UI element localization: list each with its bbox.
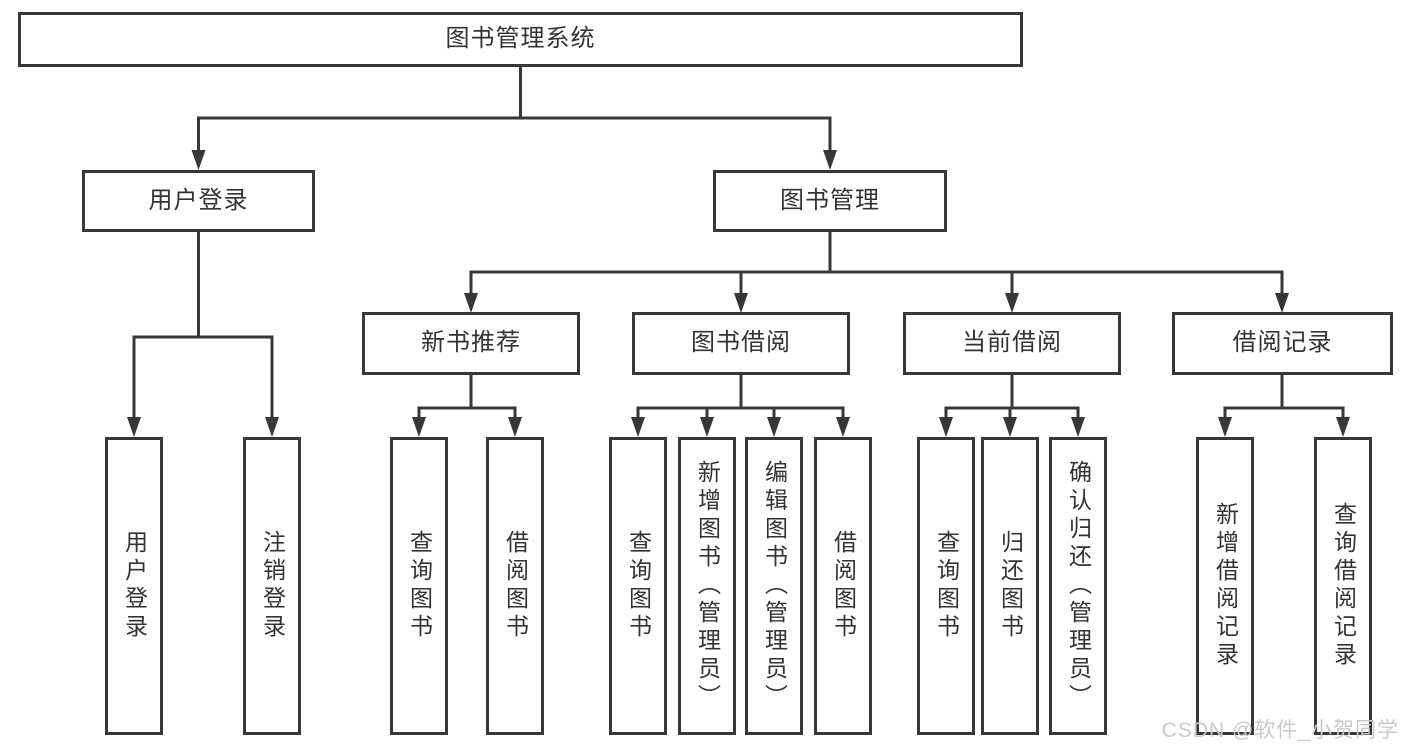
node-current-borrow: 当前借阅 xyxy=(903,312,1121,375)
leaf-node-query-books-1: 查询图书 xyxy=(390,437,448,735)
node-book-borrow: 图书借阅 xyxy=(632,312,850,375)
node-book-management: 图书管理 xyxy=(713,170,947,232)
node-new-book-recommend: 新书推荐 xyxy=(362,312,580,375)
leaf-node-query-books-2: 查询图书 xyxy=(609,437,667,735)
leaf-node-add-book-admin: 新增图书（管理员） xyxy=(678,437,736,735)
watermark: CSDN @软件_小贺同学 xyxy=(1161,719,1399,742)
leaf-node-borrow-books-2: 借阅图书 xyxy=(814,437,872,735)
leaf-node-borrow-books-1: 借阅图书 xyxy=(486,437,544,735)
leaf-node-query-borrow-record: 查询借阅记录 xyxy=(1314,437,1372,735)
leaf-node-edit-book-admin: 编辑图书（管理员） xyxy=(745,437,803,735)
leaf-node-user-login: 用户登录 xyxy=(105,437,163,735)
leaf-node-query-books-3: 查询图书 xyxy=(917,437,975,735)
leaf-node-confirm-return-admin: 确认归还（管理员） xyxy=(1049,437,1107,735)
leaf-node-add-borrow-record: 新增借阅记录 xyxy=(1196,437,1254,735)
node-root: 图书管理系统 xyxy=(18,12,1023,67)
node-borrow-records: 借阅记录 xyxy=(1172,312,1393,375)
leaf-node-logout: 注销登录 xyxy=(243,437,301,735)
leaf-node-return-book: 归还图书 xyxy=(981,437,1039,735)
node-user-login: 用户登录 xyxy=(82,170,315,232)
